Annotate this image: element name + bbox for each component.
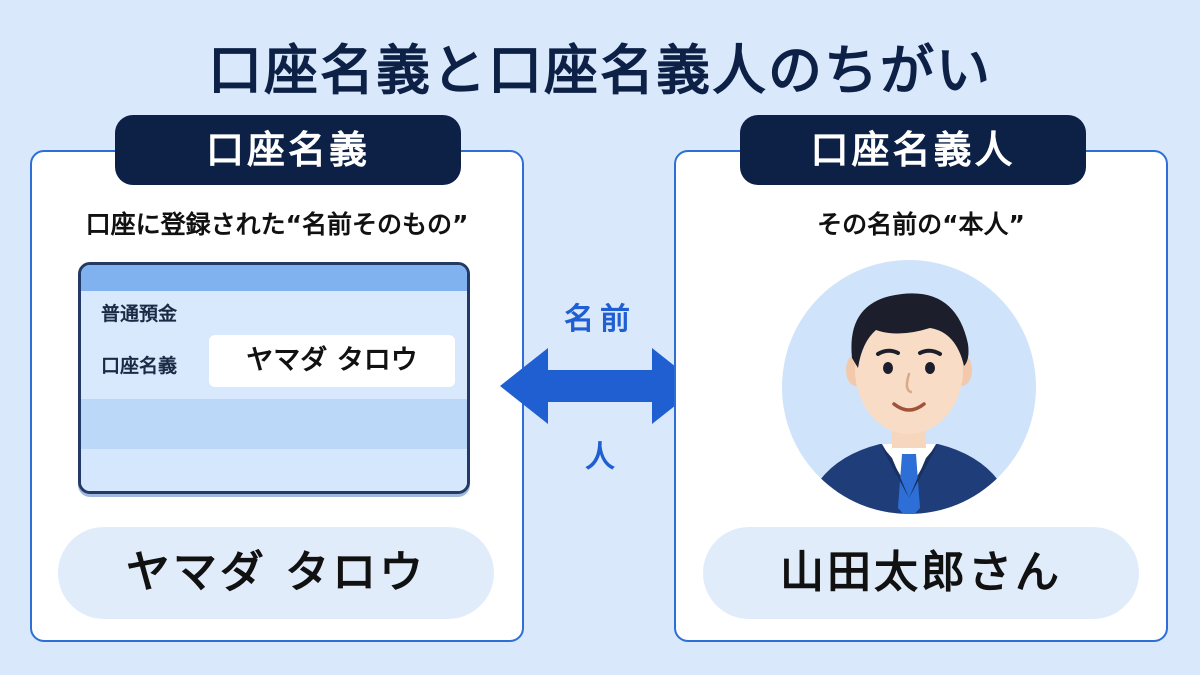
account-name-subtitle: 口座に登録された“名前そのもの” bbox=[85, 210, 469, 239]
passbook-account-type: 普通預金 bbox=[101, 303, 178, 325]
double-arrow-icon bbox=[500, 348, 700, 424]
passbook-name-value: ヤマダ タロウ bbox=[209, 335, 455, 387]
passbook-bottom bbox=[81, 449, 467, 491]
arrow-top-label: 名前 bbox=[564, 302, 636, 337]
account-holder-name-display: 山田太郎さん bbox=[703, 527, 1139, 619]
passbook-stripe bbox=[81, 399, 467, 449]
passbook-illustration: 普通預金 口座名義 ヤマダ タロウ bbox=[78, 262, 470, 494]
page-title: 口座名義と口座名義人のちがい bbox=[208, 39, 992, 102]
account-name-display: ヤマダ タロウ bbox=[58, 527, 494, 619]
passbook-name-label: 口座名義 bbox=[101, 355, 178, 377]
person-avatar-icon bbox=[782, 260, 1036, 514]
account-name-label: 口座名義 bbox=[115, 115, 461, 185]
account-holder-label: 口座名義人 bbox=[740, 115, 1086, 185]
passbook-top-band bbox=[81, 265, 467, 291]
arrow-bottom-label: 人 bbox=[585, 440, 615, 475]
account-holder-subtitle: その名前の“本人” bbox=[817, 210, 1025, 239]
